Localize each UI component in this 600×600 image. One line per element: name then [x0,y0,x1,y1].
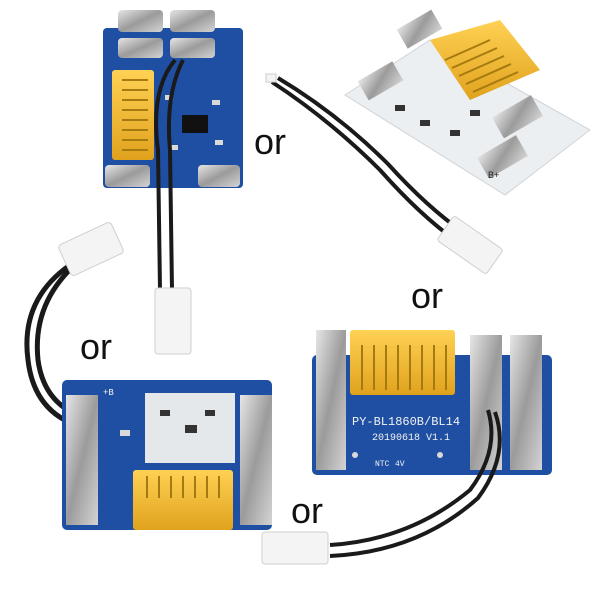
battery-contact [170,38,215,58]
wire-harness-top-right [265,73,503,274]
white-plug [261,531,329,565]
ic-chip [182,115,208,133]
battery-contact [66,395,98,525]
plus-label: +B [103,388,114,398]
white-plug [154,287,192,355]
battery-contact [396,9,443,49]
white-plug [437,216,503,274]
bms-board-top-right: B+ [344,9,591,196]
wire [154,58,177,291]
battery-contact [510,335,542,470]
date-text: 20190618 V1.1 [372,433,450,444]
model-text: PY-BL1860B/BL14 [352,415,460,429]
battery-contact [470,335,502,470]
battery-contact [170,10,215,32]
ntc-text: NTC [375,460,390,469]
bms-board-bottom-left: +B [24,222,272,530]
yellow-connector [430,20,540,100]
wire [329,411,502,558]
wire-tip [265,73,277,83]
pcb-white [344,39,591,196]
battery-contact [118,38,163,58]
bms-board-bottom-right: PY-BL1860B/BL14 20190618 V1.1 NTC 4V [261,330,552,565]
or-label: or [291,490,324,531]
battery-contact [198,165,240,187]
yellow-connector [350,330,455,395]
battery-contact [240,395,272,525]
voltage-text: 4V [395,460,405,469]
wire [270,80,457,242]
wire [329,409,494,547]
or-label: or [411,275,444,316]
wire [276,76,465,234]
battery-contact [357,61,404,101]
battery-contact [316,330,346,470]
wire [166,59,185,291]
battery-contact [118,10,163,32]
plus-label: B+ [488,170,499,180]
yellow-connector [112,70,154,160]
white-plug [58,222,124,276]
battery-contact [476,135,528,179]
or-label: or [254,121,287,162]
bms-board-top-left [103,10,243,355]
battery-contact [105,165,150,187]
or-label: or [80,326,113,367]
battery-contact [491,95,543,139]
